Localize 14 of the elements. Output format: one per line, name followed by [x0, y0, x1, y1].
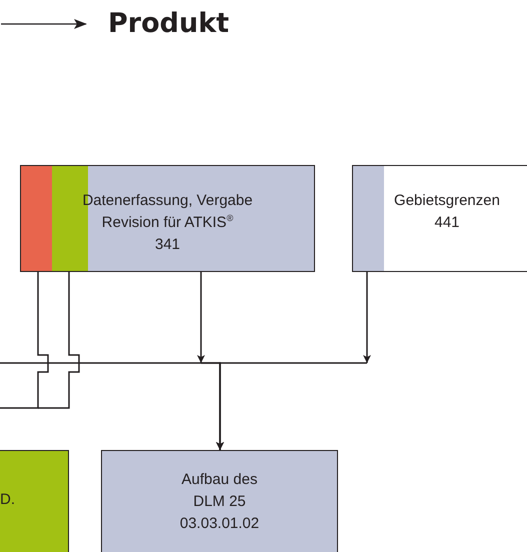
connector-line: [0, 272, 49, 409]
connector-line: [38, 272, 80, 409]
box-title: Aufbau des DLM 25: [180, 470, 258, 512]
process-box: [101, 450, 338, 552]
process-box: [20, 165, 315, 272]
box-number: 341: [154, 235, 182, 255]
box-number: 03.03.01.02: [178, 514, 260, 534]
process-box: [0, 450, 69, 552]
box-title: D.: [0, 490, 16, 510]
box-number: 441: [433, 213, 461, 233]
process-box: [352, 165, 527, 272]
arrow: [0, 362, 224, 450]
box-title: Gebietsgrenzen: [393, 191, 501, 211]
legend-label: Produkt: [108, 8, 230, 40]
